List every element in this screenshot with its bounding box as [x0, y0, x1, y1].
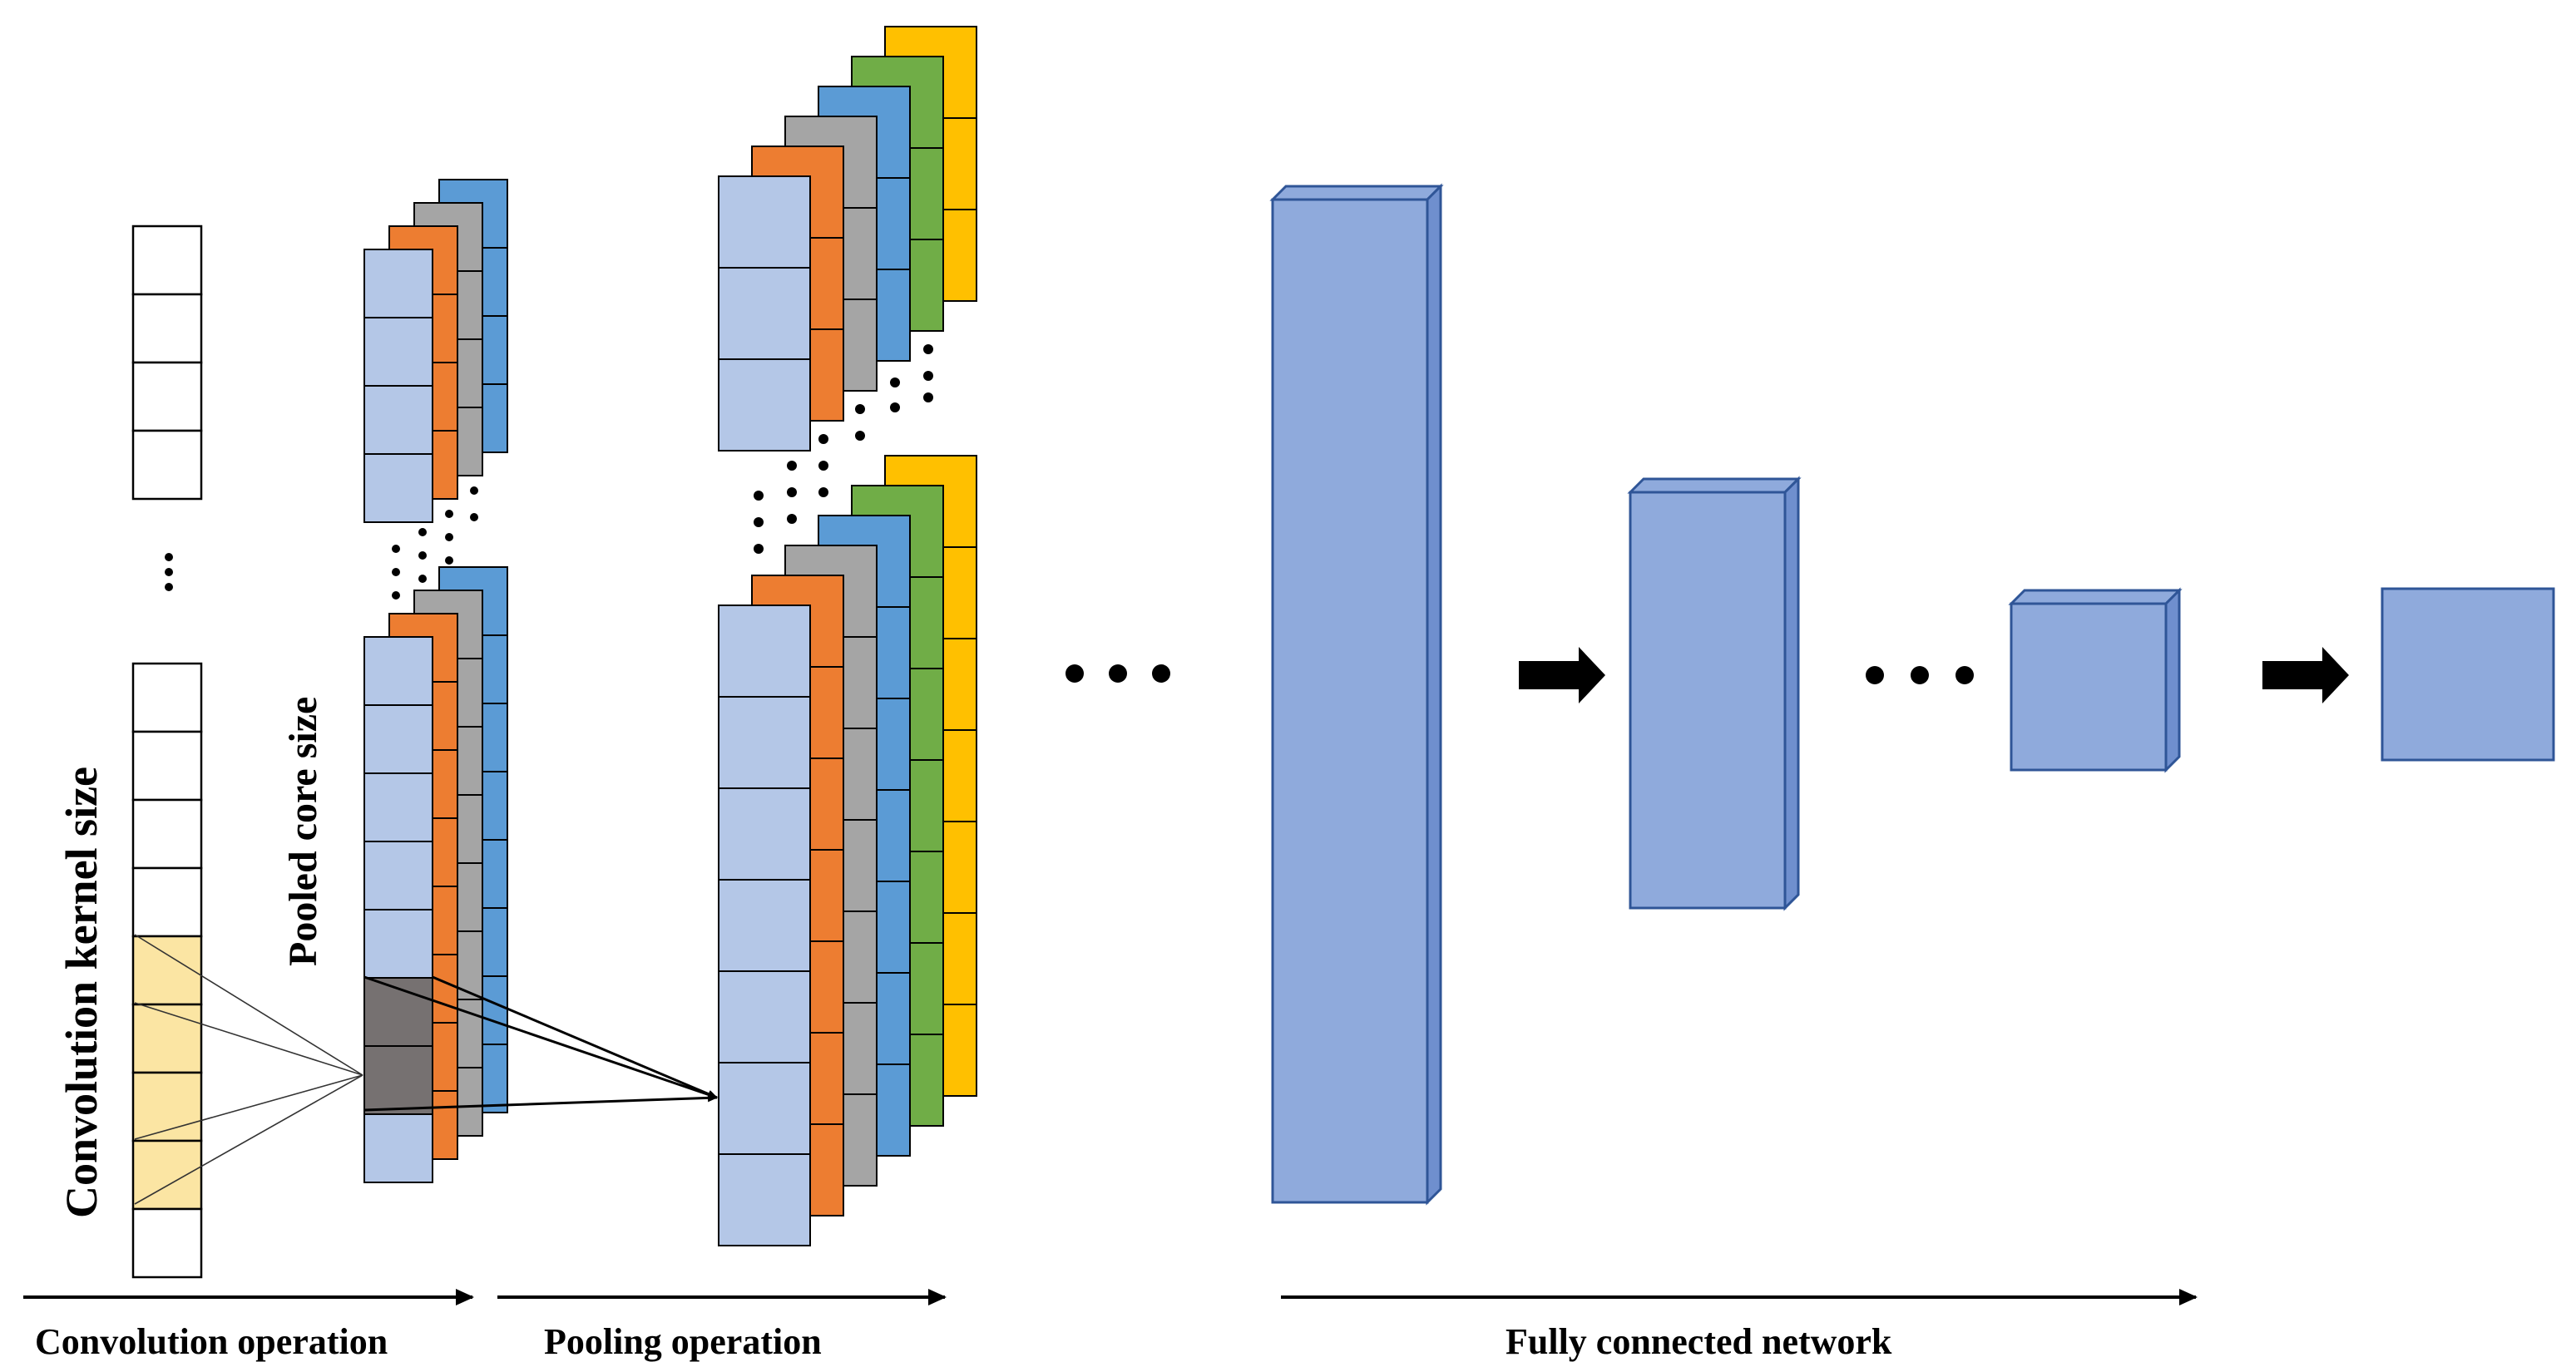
conv-bottom-cell: [363, 772, 433, 842]
pool-ellipsis-dot: [890, 402, 900, 412]
fc-block-1-top: [1269, 185, 1444, 201]
input-cell: [131, 429, 203, 501]
conv-ellipsis-dot: [392, 568, 400, 576]
pool-ellipsis-dot: [754, 517, 764, 527]
conv-top-cell: [363, 453, 433, 523]
conv-ellipsis-dot: [470, 486, 478, 495]
conv-top-cell: [363, 317, 433, 387]
fc-block-2-top: [1627, 477, 1802, 494]
pool-ellipsis-dot: [855, 404, 865, 414]
pool-bottom-cell: [718, 696, 811, 789]
conv-bottom-cell: [363, 1045, 433, 1115]
pooling-operation-label: Pooling operation: [544, 1321, 822, 1362]
conv-bottom-cell: [363, 909, 433, 979]
fc-block-1-front: [1271, 198, 1429, 1204]
pooled-feature-maps: [718, 26, 977, 1246]
diagonal-ellipsis-icons: [392, 344, 933, 600]
fc-block-2-front: [1629, 491, 1787, 910]
conv-top-cell: [363, 385, 433, 455]
kernel-cell: [131, 1003, 203, 1074]
pool-top-cell: [718, 175, 811, 269]
pooling-connection-arrows: [363, 975, 718, 1112]
pooled-core-size-label: Pooled core size: [281, 697, 325, 966]
conv-ellipsis-dot: [445, 533, 453, 541]
input-cell: [131, 798, 203, 870]
pool-top-cell: [718, 267, 811, 360]
pool-ellipsis-dot: [890, 378, 900, 387]
conv-ellipsis-dot: [445, 556, 453, 565]
conv-ellipsis-dot: [392, 591, 400, 600]
fc-block-2-side: [1783, 476, 1800, 911]
conv-ellipsis-dot: [470, 513, 478, 521]
pool-ellipsis-dot: [787, 487, 797, 497]
input-cell: [131, 730, 203, 802]
pool-bottom-cell: [718, 605, 811, 698]
fully-connected-blocks: [1269, 183, 2555, 1206]
middle-ellipsis-icon: [1066, 664, 1170, 683]
input-cell: [131, 361, 203, 432]
pool-ellipsis-dot: [787, 514, 797, 524]
conv-bottom-cell: [363, 1113, 433, 1183]
fc-arrow-2-icon: [2262, 647, 2349, 703]
pool-ellipsis-dot: [923, 392, 933, 402]
pool-bottom-cell: [718, 1153, 811, 1246]
conv-ellipsis-dot: [418, 551, 427, 560]
pool-ellipsis-dot: [923, 371, 933, 381]
input-cell: [131, 1207, 203, 1279]
pool-ellipsis-dot: [818, 487, 828, 497]
pool-bottom-cell: [718, 787, 811, 881]
fc-block-1-side: [1426, 183, 1442, 1206]
fc-block-3-side: [2164, 587, 2181, 773]
pool-ellipsis-dot: [818, 434, 828, 444]
pool-ellipsis-dot: [855, 431, 865, 441]
input-cell: [131, 225, 203, 296]
input-ellipsis-icon: [165, 553, 173, 591]
fc-arrow-1-icon: [1519, 647, 1605, 703]
pool-bottom-cell: [718, 970, 811, 1063]
convolution-kernel-size-label: Convolution kernel size: [57, 767, 106, 1218]
conv-bottom-cell: [363, 636, 433, 706]
conv-feature-maps: [363, 179, 508, 1183]
pool-bottom-cell: [718, 1062, 811, 1155]
kernel-cell: [131, 1139, 203, 1211]
pool-top-cell: [718, 358, 811, 452]
conv-top-cell: [363, 249, 433, 318]
pool-ellipsis-dot: [923, 344, 933, 354]
fc-ellipsis-icon: [1866, 666, 1974, 684]
fc-block-3-front: [2010, 602, 2168, 772]
pool-ellipsis-dot: [754, 491, 764, 501]
kernel-connection-lines: [134, 934, 363, 1205]
fully-connected-network-label: Fully connected network: [1506, 1321, 1892, 1362]
conv-bottom-cell: [363, 704, 433, 774]
conv-ellipsis-dot: [445, 510, 453, 518]
conv-ellipsis-dot: [392, 545, 400, 553]
fc-block-3-top: [2008, 589, 2183, 605]
input-column: [131, 225, 203, 1279]
output-block: [2381, 587, 2555, 762]
input-cell: [131, 866, 203, 938]
conv-ellipsis-dot: [418, 575, 427, 583]
pool-bottom-cell: [718, 879, 811, 972]
pool-ellipsis-dot: [787, 461, 797, 471]
pool-ellipsis-dot: [754, 544, 764, 554]
kernel-cell: [131, 935, 203, 1006]
conv-bottom-cell: [363, 841, 433, 910]
convolution-operation-label: Convolution operation: [35, 1321, 388, 1362]
pool-ellipsis-dot: [818, 461, 828, 471]
input-cell: [131, 293, 203, 364]
input-cell: [131, 662, 203, 733]
conv-ellipsis-dot: [418, 528, 427, 536]
